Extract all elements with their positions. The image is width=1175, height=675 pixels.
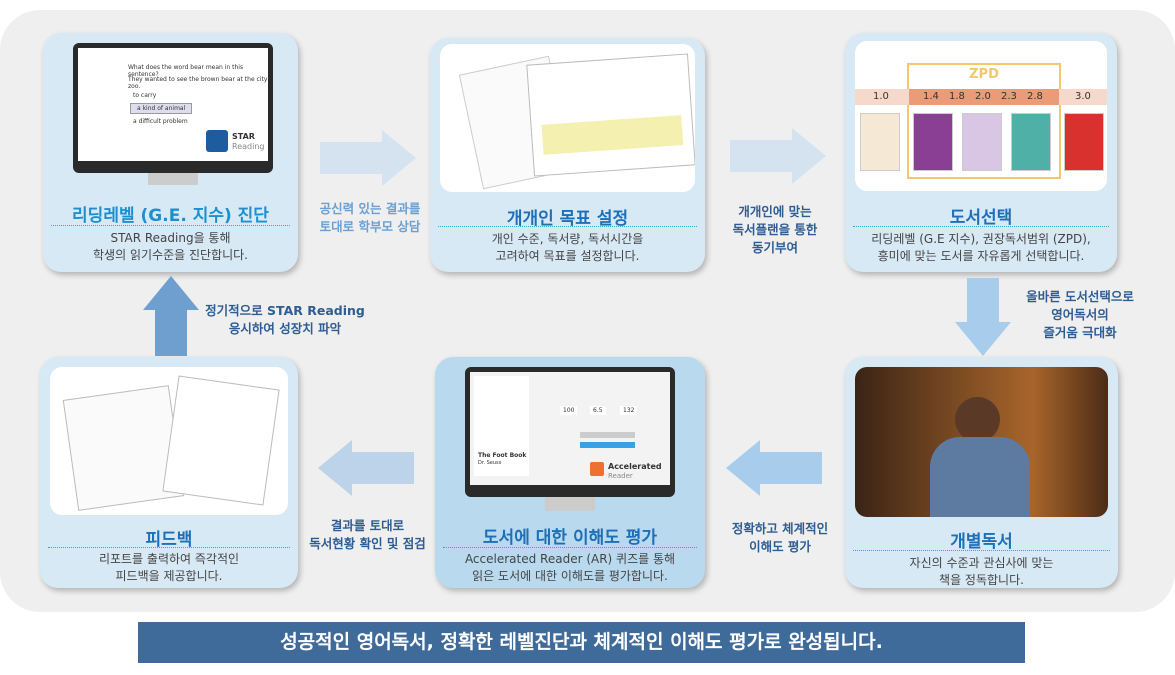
step-comprehension-assessment: The Foot Book Dr. Seuss 100 6.5 132 Acce… — [435, 357, 705, 588]
step-desc: Accelerated Reader (AR) 퀴즈를 통해 — [464, 552, 676, 566]
book-cover — [962, 113, 1002, 171]
arrow-label: 공신력 있는 결과를 — [319, 201, 421, 216]
arrow-label: 독서현황 확인 및 점검 — [309, 536, 426, 551]
arrow-right-icon — [730, 128, 826, 184]
level-tick: 2.0 — [975, 91, 991, 102]
accelerated-reader-logo-icon — [590, 462, 604, 476]
book-cover — [1011, 113, 1051, 171]
star-reading-monitor-image: What does the word bear mean in this sen… — [53, 41, 288, 191]
score: 132 — [620, 406, 638, 415]
score: 6.5 — [590, 406, 606, 415]
logo-text: STAR — [232, 132, 255, 141]
level-tick: 1.4 — [923, 91, 939, 102]
goal-report-image — [440, 44, 695, 192]
step-desc: 책을 정독합니다. — [939, 573, 1024, 587]
question-text: What does the word bear mean in this sen… — [128, 64, 244, 78]
arrow-label: 이해도 평가 — [749, 539, 811, 554]
arrow-label: 올바른 도서선택으로 — [1026, 289, 1134, 304]
step-title: 개개인 목표 설정 — [506, 209, 629, 229]
step-title: 피드백 — [145, 530, 193, 550]
book-cover — [1064, 113, 1104, 171]
summary-banner: 성공적인 영어독서, 정확한 레벨진단과 체계적인 이해도 평가로 완성됩니다. — [138, 622, 1025, 663]
level-tick: 2.8 — [1027, 91, 1043, 102]
arrow-label: 동기부여 — [751, 240, 798, 255]
report-printout-image — [50, 367, 288, 515]
step-desc: 고려하여 목표를 설정합니다. — [495, 249, 640, 263]
step-desc: 리딩레벨 (G.E 지수), 권장독서범위 (ZPD), — [871, 232, 1091, 246]
step-desc: 읽은 도서에 대한 이해도를 평가합니다. — [472, 569, 668, 583]
arrow-left-icon — [318, 440, 414, 496]
level-tick: 2.3 — [1001, 91, 1017, 102]
arrow-label: 영어독서의 — [1051, 307, 1109, 322]
child-reading-photo — [855, 367, 1108, 517]
arrow-label: 독서플랜을 통한 — [732, 222, 818, 237]
zpd-label: ZPD — [969, 67, 999, 82]
book-cover — [474, 376, 529, 476]
arrow-label: 결과를 토대로 — [330, 518, 405, 533]
step-desc: 리포트를 출력하여 즉각적인 — [98, 552, 240, 566]
step-book-selection: ZPD 1.0 1.4 1.8 2.0 2.3 2.8 3.0 도서선택 리딩레… — [845, 33, 1117, 272]
step-desc: 피드백을 제공합니다. — [115, 569, 223, 583]
logo-sub: Reader — [608, 472, 633, 480]
score: 100 — [560, 406, 578, 415]
step-title: 도서에 대한 이해도 평가 — [482, 528, 658, 548]
step-desc: STAR Reading을 통해 — [110, 231, 231, 245]
step-desc: 흥미에 맞는 도서를 자유롭게 선택합니다. — [877, 249, 1085, 263]
book-cover — [860, 113, 900, 171]
arrow-up-icon — [143, 276, 199, 356]
step-title: 개별독서 — [950, 532, 1013, 552]
book-author: Dr. Seuss — [478, 460, 502, 466]
zpd-books-image: ZPD 1.0 1.4 1.8 2.0 2.3 2.8 3.0 — [855, 41, 1107, 191]
step-desc: 학생의 읽기수준을 진단합니다. — [93, 248, 248, 262]
arrow-label: 즐거움 극대화 — [1043, 325, 1117, 340]
sentence-text: They wanted to see the brown bear at the… — [128, 76, 268, 90]
arrow-label: 개개인에 맞는 — [738, 204, 812, 219]
arrow-down-icon — [955, 278, 1011, 356]
zpd-box — [907, 63, 1061, 179]
arrow-right-icon — [320, 130, 416, 186]
logo-sub: Reading — [232, 142, 265, 151]
step-title: 도서선택 — [949, 208, 1013, 228]
step-reading-level-diagnosis: What does the word bear mean in this sen… — [43, 33, 298, 272]
arrow-label: 정확하고 체계적인 — [731, 521, 829, 536]
book-cover — [913, 113, 953, 171]
option: to carry — [133, 92, 157, 99]
logo-text: Accelerated — [608, 462, 662, 471]
accelerated-reader-monitor-image: The Foot Book Dr. Seuss 100 6.5 132 Acce… — [445, 365, 695, 515]
arrow-label: 정기적으로 STAR Reading — [205, 303, 365, 318]
star-reading-logo-icon — [206, 130, 228, 152]
book-title: The Foot Book — [478, 452, 527, 459]
level-tick: 3.0 — [1075, 91, 1091, 102]
option: a difficult problem — [133, 118, 188, 125]
step-desc: 자신의 수준과 관심사에 맞는 — [909, 556, 1054, 570]
arrow-left-icon — [726, 440, 822, 496]
option-selected: a kind of animal — [130, 103, 193, 114]
arrow-label: 응시하여 성장치 파악 — [228, 321, 342, 336]
step-title: 리딩레벨 (G.E. 지수) 진단 — [72, 206, 269, 226]
arrow-label: 토대로 학부모 상담 — [319, 219, 421, 234]
level-tick: 1.8 — [949, 91, 965, 102]
level-tick: 1.0 — [873, 91, 889, 102]
step-desc: 개인 수준, 독서량, 독서시간을 — [491, 232, 644, 246]
